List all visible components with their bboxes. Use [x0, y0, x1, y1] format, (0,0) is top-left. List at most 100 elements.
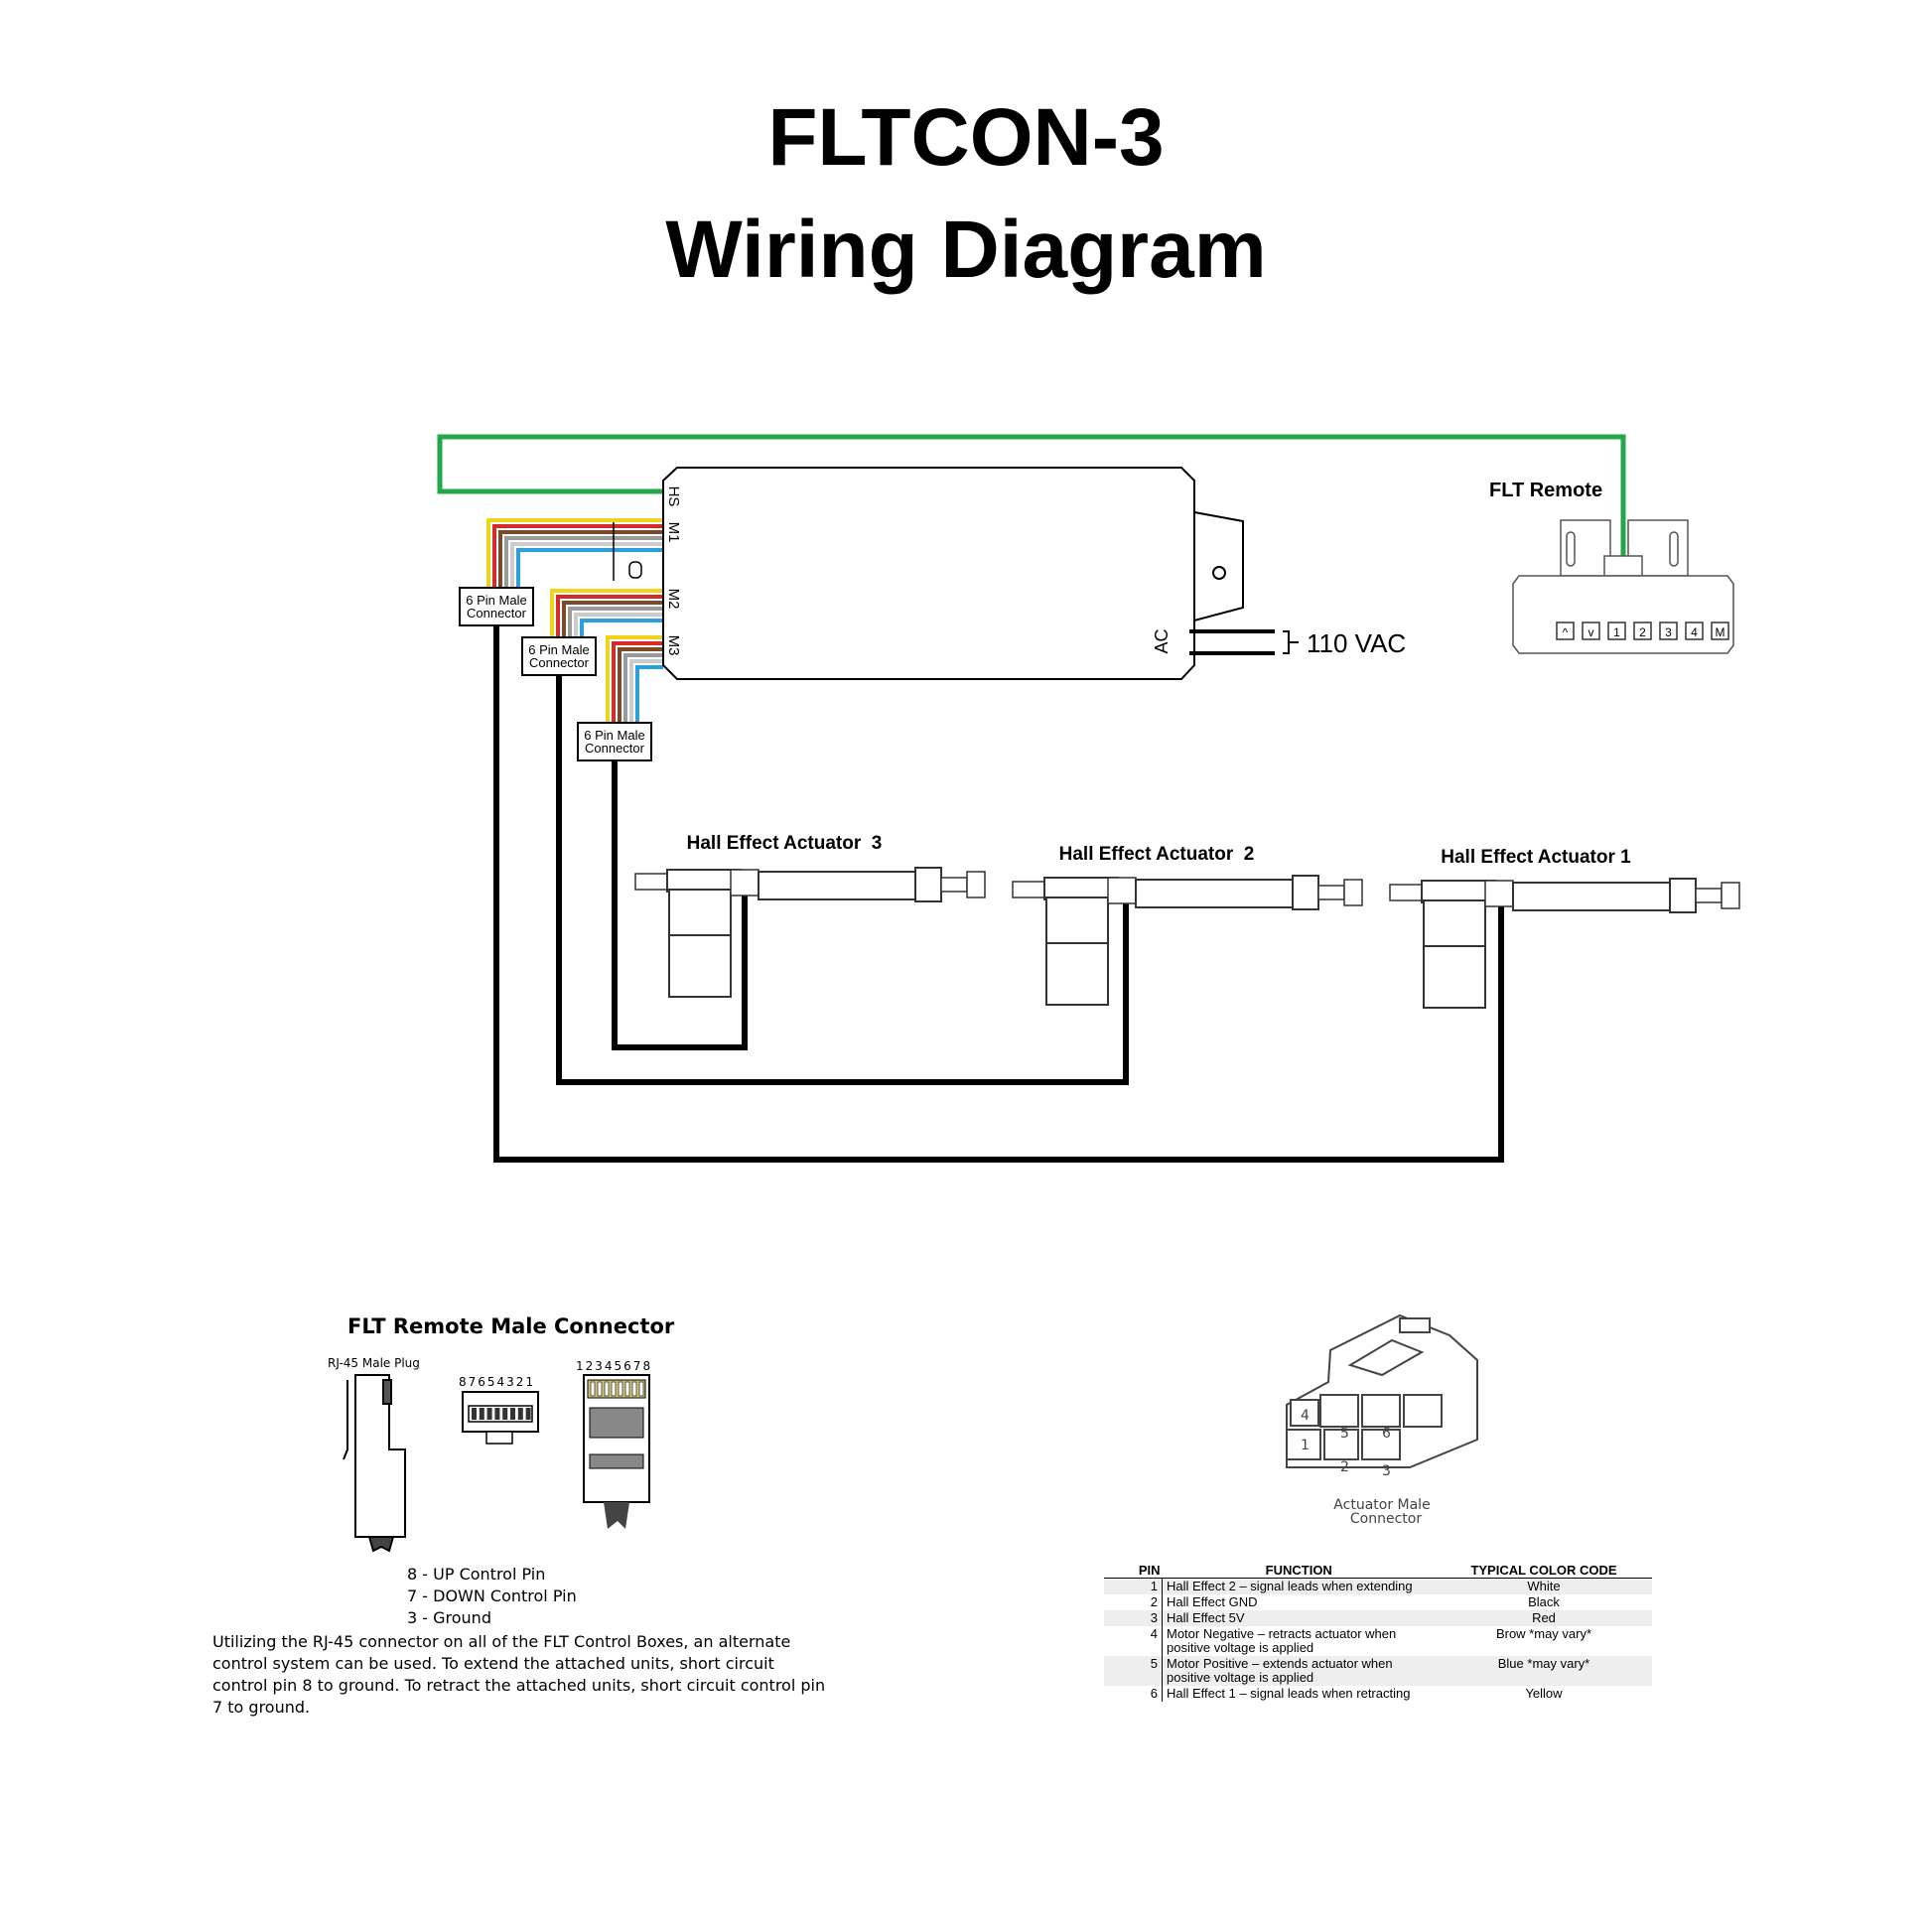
header-pin: PIN	[1104, 1564, 1163, 1579]
connector-pin-number: 3	[1382, 1463, 1391, 1479]
hall-effect-actuator-2: Hall Effect Actuator 2	[1012, 844, 1363, 1006]
svg-text:v: v	[1588, 625, 1594, 639]
rj45-front-pin	[611, 1381, 617, 1397]
connector-pin-number: 2	[1340, 1459, 1349, 1475]
pin-cell: 1	[1104, 1578, 1163, 1594]
remote-button-3: 2	[1633, 621, 1652, 640]
color-cell: Brow *may vary*	[1495, 1626, 1592, 1641]
remote-button-1: v	[1582, 621, 1600, 640]
rj45-back-pin	[525, 1408, 531, 1420]
remote-button-2: 1	[1607, 621, 1626, 640]
port-m3-label: M3	[665, 635, 682, 656]
table-header-row: PIN FUNCTION TYPICAL COLOR CODE	[1104, 1564, 1652, 1579]
pin-cell: 2	[1104, 1594, 1163, 1610]
actuator-connector-label-line2: Connector	[1350, 1511, 1422, 1527]
rj45-back-pin	[479, 1408, 484, 1420]
rj45-front-pin	[604, 1381, 610, 1397]
page-subtitle: Wiring Diagram	[665, 205, 1267, 295]
hall-effect-actuator-3: Hall Effect Actuator 3	[634, 833, 986, 998]
ac-power-leads: 110 VAC	[1189, 628, 1406, 658]
rj45-back-pin	[502, 1408, 508, 1420]
color-cell: Red	[1436, 1610, 1652, 1626]
rj45-note: Utilizing the RJ-45 connector on all of …	[212, 1632, 826, 1717]
remote-button-0: ^	[1556, 621, 1575, 640]
connector-pin-number: 1	[1301, 1438, 1310, 1453]
actuator-label: Hall Effect Actuator 1	[1441, 847, 1631, 868]
connector-pin-number: 4	[1301, 1408, 1310, 1424]
actuator-connector-drawing	[1286, 1313, 1478, 1468]
connector-m2: 6 Pin Male Connector	[521, 636, 597, 676]
color-cell: Blue *may vary*	[1436, 1656, 1652, 1686]
rj45-side-view	[343, 1374, 406, 1553]
remote-wire	[437, 434, 1626, 561]
rj45-back-pin-order: 87654321	[459, 1375, 535, 1389]
color-cell: Yellow	[1525, 1686, 1563, 1701]
rj45-back-pin	[494, 1408, 500, 1420]
function-cell: Motor Negative – retracts actuator when …	[1167, 1626, 1397, 1655]
rj45-heading: FLT Remote Male Connector	[347, 1314, 675, 1338]
rj45-front-pin	[590, 1381, 596, 1397]
ac-label: AC	[1152, 628, 1172, 653]
rj45-front-pin	[631, 1381, 637, 1397]
wire-bundle-m3	[606, 635, 663, 723]
connector-pin-number: 6	[1382, 1426, 1391, 1442]
header-color: TYPICAL COLOR CODE	[1436, 1564, 1652, 1579]
rj45-back-pin	[517, 1408, 523, 1420]
port-m2-label: M2	[665, 589, 682, 610]
header-function: FUNCTION	[1162, 1564, 1436, 1579]
remote-button-5: 4	[1685, 621, 1704, 640]
connector-m1: 6 Pin Male Connector	[459, 587, 534, 626]
rj45-section: FLT Remote Male Connector RJ-45 Male Plu…	[328, 1314, 675, 1553]
svg-text:6 Pin Male: 6 Pin Male	[528, 642, 589, 657]
connector-m3: 6 Pin Male Connector	[577, 722, 652, 761]
svg-text:Connector: Connector	[585, 741, 645, 756]
remote-button-6: M	[1711, 621, 1729, 640]
rj45-front-pin	[618, 1381, 623, 1397]
svg-text:6 Pin Male: 6 Pin Male	[466, 593, 526, 608]
rj45-pin-list: 8 - UP Control Pin 7 - DOWN Control Pin …	[407, 1564, 577, 1629]
function-cell: Hall Effect 5V	[1162, 1610, 1436, 1626]
pin-list-item: 7 - DOWN Control Pin	[407, 1587, 577, 1605]
svg-text:Connector: Connector	[467, 606, 527, 621]
function-cell: Motor Positive – extends actuator when p…	[1162, 1656, 1436, 1686]
rj45-back-pin	[486, 1408, 492, 1420]
pin-cell: 4	[1104, 1626, 1163, 1656]
svg-text:6 Pin Male: 6 Pin Male	[584, 728, 644, 743]
color-cell: Black	[1528, 1594, 1560, 1609]
port-m1-label: M1	[665, 522, 682, 543]
pin-cell: 6	[1104, 1686, 1163, 1702]
control-box: HS M1 M2 M3 AC	[613, 467, 1244, 680]
svg-text:2: 2	[1639, 625, 1646, 639]
pin-list-item: 8 - UP Control Pin	[407, 1565, 546, 1584]
rj45-back-pin	[472, 1408, 477, 1420]
wire-bundle-m2	[550, 589, 663, 637]
remote-label: FLT Remote	[1489, 480, 1602, 501]
power-label: 110 VAC	[1307, 628, 1406, 658]
color-cell: White	[1436, 1578, 1652, 1594]
svg-text:1: 1	[1613, 625, 1620, 639]
actuator-label: Hall Effect Actuator 2	[1059, 844, 1255, 865]
pin-cell: 3	[1104, 1610, 1163, 1626]
rj45-front-pin-order: 12345678	[576, 1359, 652, 1373]
remote-button-4: 3	[1659, 621, 1678, 640]
rj45-front-pin	[638, 1381, 644, 1397]
rj45-front-pin	[624, 1381, 630, 1397]
rj45-front-view: 12345678	[576, 1359, 652, 1529]
connector-pin-number: 5	[1340, 1426, 1349, 1442]
actuator-cables	[493, 625, 1504, 1163]
rj45-front-pin	[597, 1381, 603, 1397]
pin-cell: 5	[1104, 1656, 1163, 1686]
svg-text:^: ^	[1563, 625, 1569, 639]
actuator-connector-label-line1: Actuator Male	[1333, 1497, 1430, 1513]
port-hs-label: HS	[665, 486, 682, 507]
pin-list-item: 3 - Ground	[407, 1608, 491, 1627]
svg-text:Connector: Connector	[529, 655, 590, 670]
